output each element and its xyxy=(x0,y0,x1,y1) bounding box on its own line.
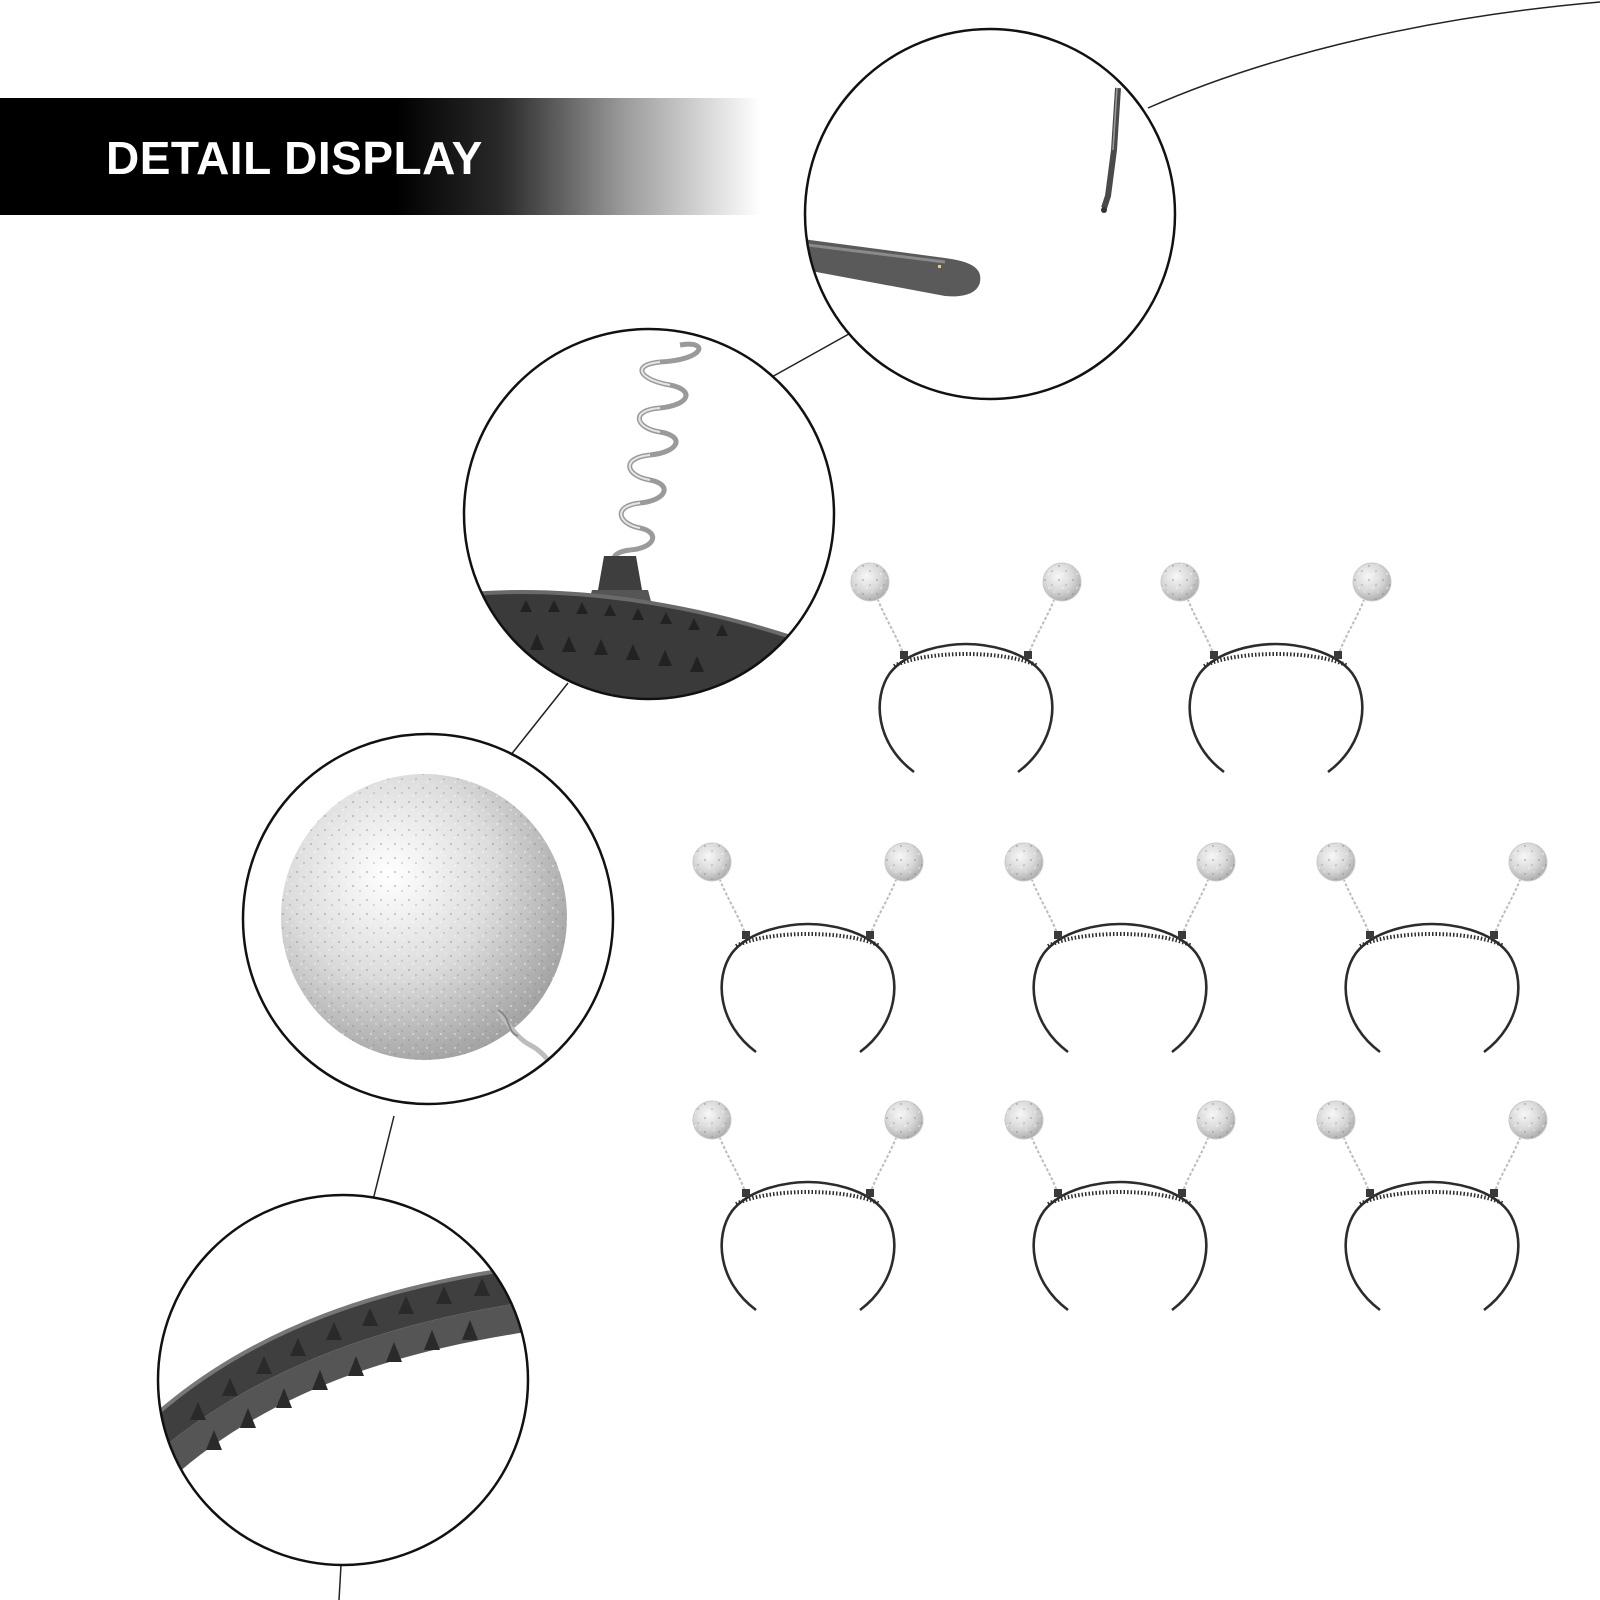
antenna-headband-icon xyxy=(691,1099,925,1312)
antenna-tip-icon xyxy=(805,87,1121,297)
antenna-headband-icon xyxy=(1003,841,1237,1054)
antenna-headband-icon xyxy=(1315,1099,1549,1312)
glitter-ball-icon xyxy=(281,774,567,1074)
headband-teeth-closeup xyxy=(156,1193,530,1567)
glitter-ball-closeup xyxy=(241,732,615,1106)
antenna-tip-closeup xyxy=(803,27,1177,401)
title-banner xyxy=(0,98,760,215)
antenna-headband-icon xyxy=(1159,561,1393,774)
product-grid xyxy=(691,561,1549,1312)
antenna-headband-icon xyxy=(691,841,925,1054)
banner-title: DETAIL DISPLAY xyxy=(106,132,483,184)
antenna-headband-icon xyxy=(849,561,1083,774)
antenna-headband-icon xyxy=(1315,841,1549,1054)
antenna-headband-icon xyxy=(1003,1099,1237,1312)
spring-base-closeup xyxy=(462,327,836,701)
headband-teeth-icon xyxy=(158,1263,528,1480)
connector-lines xyxy=(338,1,1600,1600)
